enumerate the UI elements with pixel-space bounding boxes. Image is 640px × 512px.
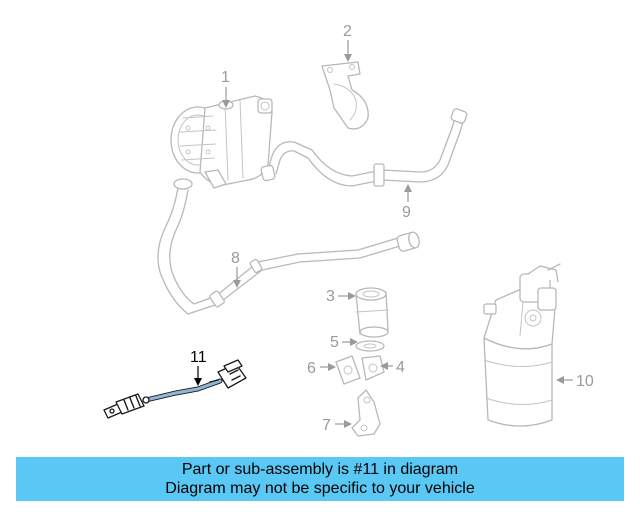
part-4-plate [361,355,385,381]
part-3-valve [355,287,389,338]
callout-label-4: 4 [396,359,405,376]
callout-7: 7 [322,417,352,434]
callout-label-7: 7 [322,417,331,434]
callout-8: 8 [231,250,241,288]
banner-line-disclaimer: Diagram may not be specific to your vehi… [165,480,475,497]
callout-1: 1 [221,69,230,108]
part-6-plate [335,355,361,385]
callout-label-1: 1 [221,69,230,86]
callout-label-11: 11 [190,349,207,366]
callout-2: 2 [343,23,352,62]
part-11-oxygen-sensor[interactable] [103,359,247,419]
banner-line-part: Part or sub-assembly is #11 in diagram [181,461,459,478]
callout-3: 3 [326,288,356,305]
callout-label-6: 6 [307,360,316,377]
callout-label-9: 9 [402,204,411,221]
callout-label-2: 2 [343,23,352,40]
callout-4: 4 [380,359,405,376]
part-2-bracket [321,61,369,130]
callout-label-3: 3 [326,288,335,305]
parts-diagram: 1 2 9 8 3 5 6 4 7 10 [103,23,594,437]
callout-label-10: 10 [576,373,594,390]
callout-10: 10 [556,373,594,390]
part-8-hose [157,178,420,315]
part-9-hose [260,108,468,187]
part-7-bracket [351,389,381,437]
callout-11: 11 [190,349,207,386]
callout-6: 6 [307,360,336,377]
part-5-gasket [355,340,385,352]
part-info-banner: Part or sub-assembly is #11 in diagram D… [16,457,624,501]
callout-5: 5 [330,334,358,351]
part-1-air-pump [170,95,273,189]
part-10-canister [483,263,561,427]
callout-label-5: 5 [330,334,339,351]
callout-label-8: 8 [231,250,240,267]
callout-9: 9 [402,184,412,221]
